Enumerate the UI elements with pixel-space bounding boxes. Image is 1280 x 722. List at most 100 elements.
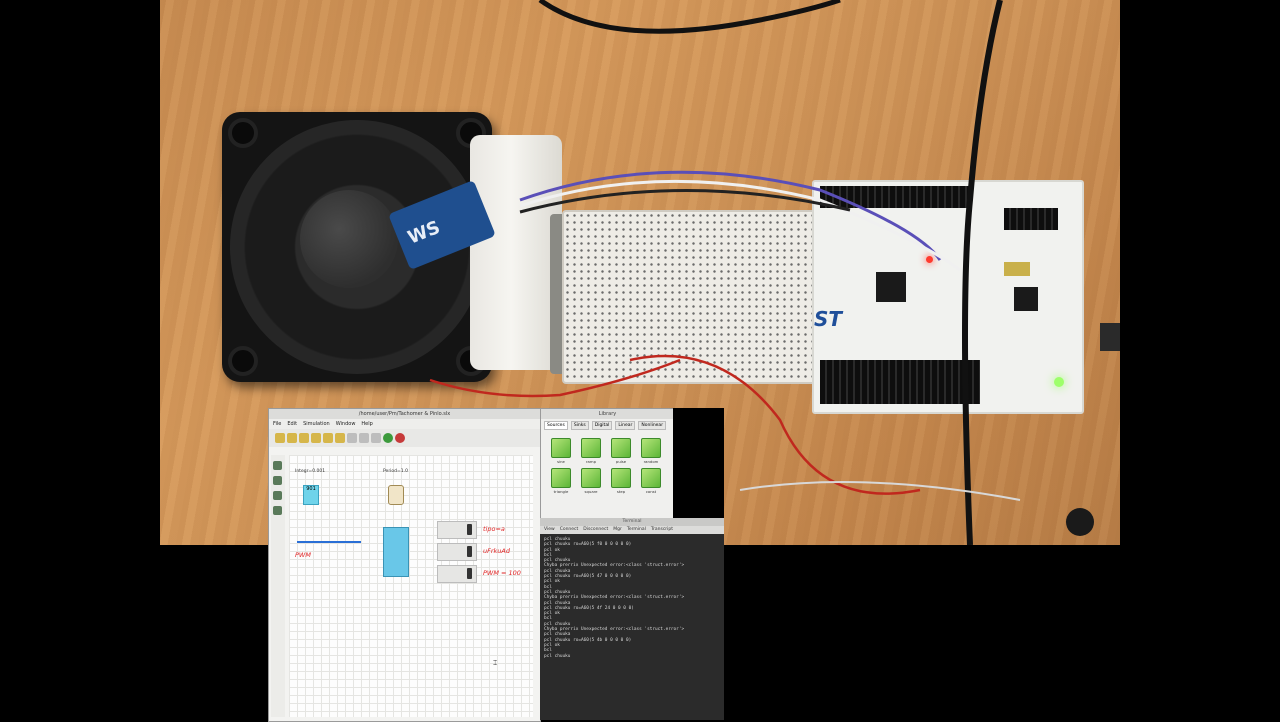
ramp-icon <box>581 438 601 458</box>
display-block[interactable] <box>437 543 477 561</box>
route-icon[interactable] <box>371 433 381 443</box>
library-item[interactable]: ramp <box>579 438 603 464</box>
terminal-line: pcl chuuku <box>544 589 571 595</box>
library-item[interactable]: sine <box>549 438 573 464</box>
tab-digital[interactable]: Digital <box>591 421 613 430</box>
terminal-line: pcl ok <box>544 579 560 585</box>
undo-icon[interactable] <box>311 433 321 443</box>
terminal-line: pcl chuuku <box>544 653 571 659</box>
library-grid: sine ramp pulse random triangle square s… <box>541 432 674 500</box>
toolbar <box>269 429 540 447</box>
stop-simulation-icon[interactable] <box>395 433 405 443</box>
simulation-window: /home/user/Pm/Tachomer & Pinlo.slx File … <box>268 408 541 722</box>
terminal-line: pcl ok <box>544 642 560 648</box>
terminal-menu-item[interactable]: Transcript <box>650 527 674 532</box>
tab-sources[interactable]: Sources <box>544 421 568 430</box>
edit-tool-icon[interactable] <box>273 506 282 515</box>
save-icon[interactable] <box>299 433 309 443</box>
sensor-mount <box>470 135 562 370</box>
terminal-line: pcl ok <box>544 547 560 553</box>
sine-icon <box>551 438 571 458</box>
menu-window[interactable]: Window <box>335 421 356 427</box>
display-2-annotation: uFrkuAd <box>483 547 510 555</box>
mcu-chip <box>876 272 906 302</box>
usb-connector <box>1100 323 1120 351</box>
library-item[interactable]: random <box>639 438 663 464</box>
random-icon <box>641 438 661 458</box>
library-tabs: Sources Sinks Digital Linear Nonlinear <box>541 419 674 432</box>
display-3-annotation: PWM = 100 <box>483 569 521 577</box>
terminal-line: bcl <box>544 648 552 654</box>
red-led <box>926 256 933 263</box>
start-simulation-icon[interactable] <box>383 433 393 443</box>
fan-mount-hole <box>228 346 258 376</box>
library-item[interactable]: step <box>609 468 633 494</box>
open-icon[interactable] <box>287 433 297 443</box>
red-wire <box>629 354 921 495</box>
integrator-label: Integr=0.001 <box>295 469 326 474</box>
move-tool-icon[interactable] <box>273 491 282 500</box>
pwm-signal-line <box>297 541 361 543</box>
integrator-block[interactable]: 901 <box>303 485 319 505</box>
terminal-menu-item[interactable]: Mgr <box>613 527 622 532</box>
tab-linear[interactable]: Linear <box>615 421 636 430</box>
menu-edit[interactable]: Edit <box>287 421 298 427</box>
terminal-menu-item[interactable]: View <box>544 527 555 532</box>
library-item-label: ramp <box>586 459 596 464</box>
tab-sinks[interactable]: Sinks <box>570 421 589 430</box>
menu-file[interactable]: File <box>273 421 282 427</box>
terminal-menu-item[interactable]: Disconnect <box>583 527 609 532</box>
pin-header <box>820 186 970 208</box>
fan-mount-hole <box>228 118 258 148</box>
tab-nonlinear[interactable]: Nonlinear <box>638 421 667 430</box>
terminal-line: pcl chuuka <box>544 600 571 606</box>
terminal-menu-item[interactable]: Terminal <box>626 527 646 532</box>
clock-label: Period=1.0 <box>383 469 408 474</box>
display-block[interactable] <box>437 565 477 583</box>
zoom-icon[interactable] <box>335 433 345 443</box>
library-item[interactable]: triangle <box>549 468 573 494</box>
terminal-line: Chyba prerrix Unexpected error:<class 's… <box>544 627 685 633</box>
desktop-background <box>673 408 724 518</box>
new-icon[interactable] <box>275 433 285 443</box>
clock-block[interactable] <box>388 485 404 505</box>
terminal-line: pcl chuuku ro=A60(5 4f 24 0 0 0 0) <box>544 605 634 611</box>
io-block[interactable] <box>383 527 409 577</box>
square-icon <box>581 468 601 488</box>
hardware-photo: WS ST <box>160 0 1120 545</box>
terminal-line: pcl chuuku ro=A60(5 4b 0 0 0 0 0) <box>544 637 632 643</box>
terminal-line: bcl <box>544 552 552 558</box>
left-tool-panel <box>271 455 285 717</box>
fan-hub <box>300 190 398 288</box>
stlink-chip <box>1014 287 1038 311</box>
wires <box>429 0 1094 545</box>
redo-icon[interactable] <box>323 433 333 443</box>
library-item[interactable]: square <box>579 468 603 494</box>
step-icon <box>611 468 631 488</box>
black-cable <box>538 0 841 34</box>
menu-simulation[interactable]: Simulation <box>303 421 330 427</box>
menu-bar: File Edit Simulation Window Help <box>269 419 540 429</box>
green-led <box>1054 377 1064 387</box>
menu-help[interactable]: Help <box>361 421 373 427</box>
mouse-cursor-icon: ⌶ <box>493 659 498 667</box>
push-button <box>1066 508 1094 536</box>
diagram-canvas[interactable]: Integr=0.001 901 Period=1.0 PWM tipo=a u… <box>289 455 533 717</box>
window-title: /home/user/Pm/Tachomer & Pinlo.slx <box>269 409 540 419</box>
library-item-label: triangle <box>553 489 569 494</box>
display-block[interactable] <box>437 521 477 539</box>
terminal-menu-item[interactable]: Connect <box>559 527 579 532</box>
terminal-line: pcl chuuku <box>544 621 571 627</box>
library-item[interactable]: pulse <box>609 438 633 464</box>
layout-icon[interactable] <box>359 433 369 443</box>
pin-header <box>820 360 980 382</box>
terminal-line: pcl chuuku ro=A60(5 47 0 0 0 0 0) <box>544 574 632 580</box>
connect-tool-icon[interactable] <box>273 476 282 485</box>
terminal-line: Chyba prerrix Unexpected error:<class 's… <box>544 563 685 569</box>
grid-icon[interactable] <box>347 433 357 443</box>
select-tool-icon[interactable] <box>273 461 282 470</box>
nucleo-board: ST <box>812 180 1084 414</box>
red-wire <box>429 358 681 398</box>
library-item[interactable]: const <box>639 468 663 494</box>
